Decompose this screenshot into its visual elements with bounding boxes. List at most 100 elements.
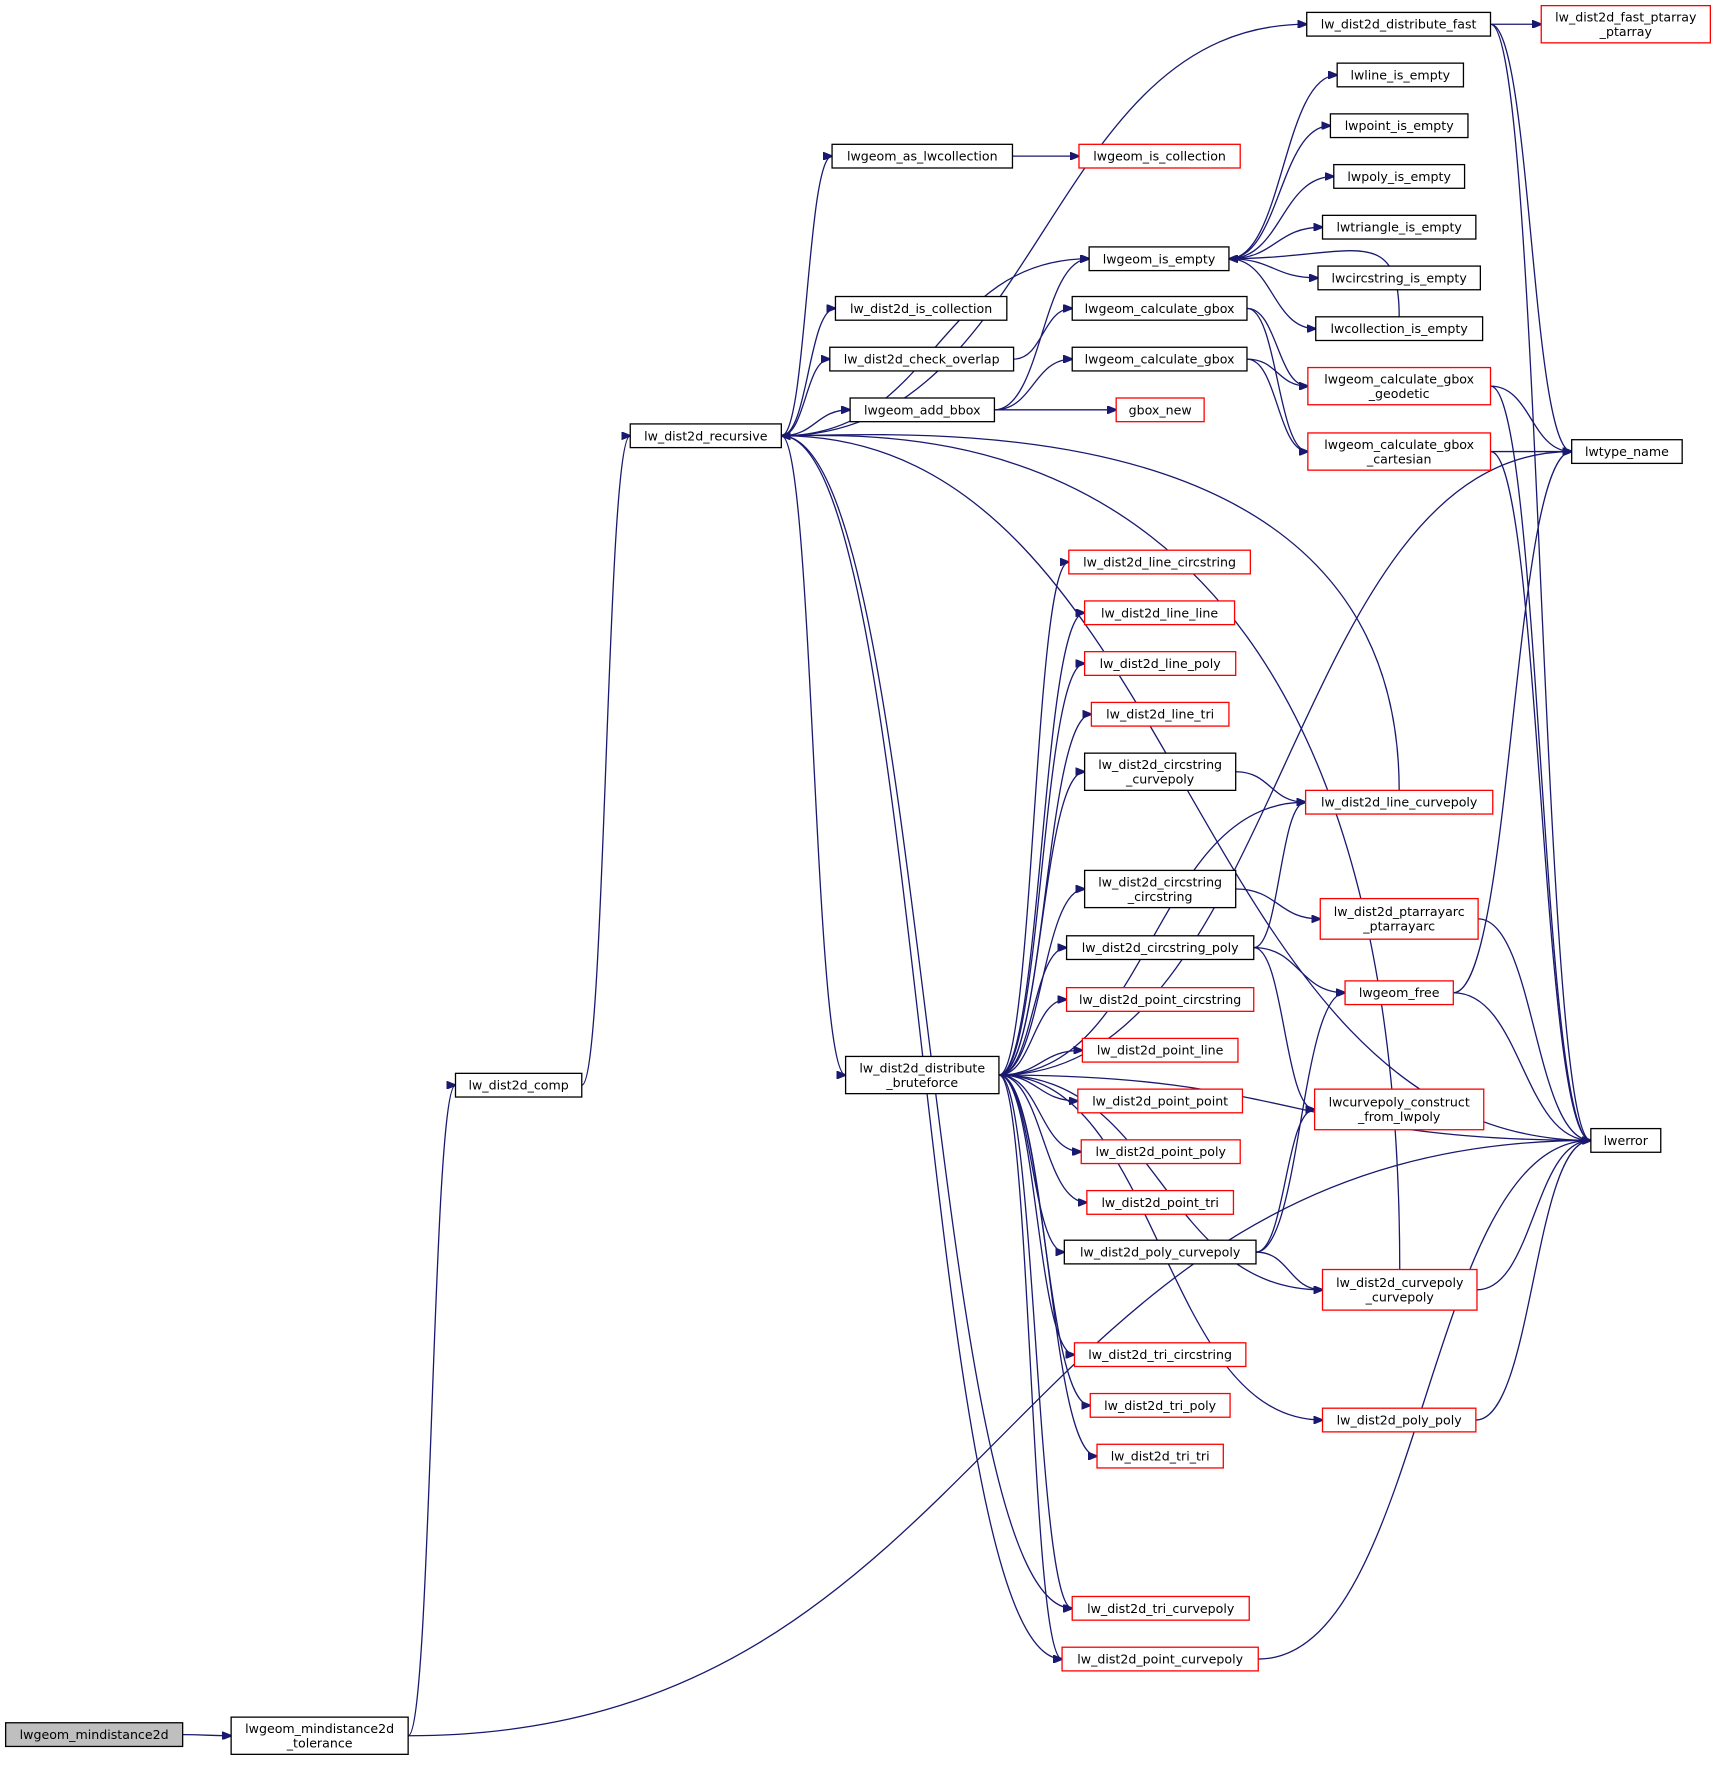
node-lwgeom-calculate-gbox-cartesian[interactable]: lwgeom_calculate_gbox_cartesian [1307, 432, 1492, 471]
node-label: lw_dist2d_ptarrayarc [1334, 904, 1465, 919]
node-lw-dist2d-poly-poly[interactable]: lw_dist2d_poly_poly [1321, 1407, 1477, 1433]
node-lwgeom-as-lwcollection[interactable]: lwgeom_as_lwcollection [831, 143, 1014, 169]
node-lw-dist2d-point-curvepoly[interactable]: lw_dist2d_point_curvepoly [1061, 1646, 1259, 1672]
node-gbox-new[interactable]: gbox_new [1115, 397, 1205, 423]
node-lw-dist2d-line-tri[interactable]: lw_dist2d_line_tri [1090, 701, 1230, 727]
edge-lw-dist2d-distribute-bruteforce-to-lw-dist2d-circstring-curvepoly [998, 772, 1085, 1076]
node-lw-dist2d-point-tri[interactable]: lw_dist2d_point_tri [1086, 1189, 1235, 1215]
node-lw-dist2d-poly-curvepoly[interactable]: lw_dist2d_poly_curvepoly [1063, 1239, 1257, 1265]
node-lw-dist2d-comp[interactable]: lw_dist2d_comp [454, 1072, 583, 1098]
node-label: lw_dist2d_is_collection [850, 301, 992, 316]
node-lwcurvepoly-construct-from-lwpoly[interactable]: lwcurvepoly_construct_from_lwpoly [1313, 1088, 1485, 1131]
node-label: lw_dist2d_tri_circstring [1088, 1347, 1232, 1362]
node-lwgeom-calculate-gbox-b[interactable]: lwgeom_calculate_gbox [1071, 346, 1248, 372]
edge-line [781, 24, 1306, 437]
node-box [1083, 869, 1237, 909]
node-label: lw_dist2d_tri_tri [1111, 1449, 1210, 1464]
node-lw-dist2d-point-circstring[interactable]: lw_dist2d_point_circstring [1065, 987, 1255, 1012]
edge-line [1453, 452, 1571, 994]
node-label: lw_dist2d_tri_curvepoly [1087, 1601, 1235, 1616]
node-label: lw_dist2d_circstring_poly [1082, 940, 1239, 955]
node-lwpoint-is-empty[interactable]: lwpoint_is_empty [1329, 113, 1469, 139]
node-label: _curvepoly [1365, 1290, 1435, 1305]
node-lwtype-name[interactable]: lwtype_name [1571, 439, 1683, 465]
node-lw-dist2d-line-line[interactable]: lw_dist2d_line_line [1083, 600, 1236, 626]
node-lwline-is-empty[interactable]: lwline_is_empty [1336, 62, 1465, 88]
node-lw-dist2d-circstring-poly[interactable]: lw_dist2d_circstring_poly [1065, 935, 1255, 961]
node-lwgeom-mindistance2d-tolerance[interactable]: lwgeom_mindistance2d_tolerance [230, 1716, 409, 1755]
edge-line [781, 359, 829, 437]
edge-line [1476, 1140, 1591, 1291]
edge-line [998, 1074, 1097, 1456]
edge-line [581, 436, 630, 1086]
node-box [844, 1055, 1000, 1095]
edge-lwgeom-calculate-gbox-geodetic-to-lwerror [1490, 385, 1591, 1140]
node-lw-dist2d-point-point[interactable]: lw_dist2d_point_point [1077, 1088, 1244, 1114]
node-lwerror[interactable]: lwerror [1590, 1127, 1662, 1153]
node-lw-dist2d-fast-ptarray-ptarray[interactable]: lw_dist2d_fast_ptarray_ptarray [1540, 4, 1712, 44]
node-box [1061, 1646, 1259, 1672]
edge-line [781, 435, 1400, 791]
node-lw-dist2d-line-circstring[interactable]: lw_dist2d_line_circstring [1068, 549, 1252, 575]
edge-lw-dist2d-distribute-bruteforce-to-lw-dist2d-circstring-poly [998, 948, 1067, 1076]
edge-line [1255, 1109, 1315, 1253]
node-label: lw_dist2d_line_poly [1100, 656, 1222, 671]
node-box [1088, 246, 1230, 272]
node-box [629, 423, 782, 449]
node-box [4, 1722, 184, 1748]
node-lwtriangle-is-empty[interactable]: lwtriangle_is_empty [1321, 214, 1477, 240]
node-lwcollection-is-empty[interactable]: lwcollection_is_empty [1315, 316, 1484, 342]
edge-line [998, 999, 1067, 1076]
node-lw-dist2d-circstring-curvepoly[interactable]: lw_dist2d_circstring_curvepoly [1083, 752, 1237, 792]
node-lwgeom-calculate-gbox-a[interactable]: lwgeom_calculate_gbox [1071, 295, 1248, 321]
node-lw-dist2d-line-poly[interactable]: lw_dist2d_line_poly [1083, 651, 1237, 677]
edge-lw-dist2d-distribute-fast-to-lwerror [1490, 23, 1591, 1140]
node-lw-dist2d-is-collection[interactable]: lw_dist2d_is_collection [834, 295, 1008, 321]
edge-lw-dist2d-distribute-fast-to-lwtype-name [1490, 23, 1572, 451]
node-lw-dist2d-ptarrayarc-ptarrayarc[interactable]: lw_dist2d_ptarrayarc_ptarrayarc [1319, 897, 1479, 940]
edge-lw-dist2d-recursive-to-lw-dist2d-distribute-bruteforce [781, 435, 845, 1075]
node-box [1336, 62, 1465, 88]
node-label: lw_dist2d_distribute [859, 1060, 985, 1075]
edge-line [998, 613, 1085, 1076]
node-label: lwgeom_free [1359, 985, 1440, 1000]
node-box [1321, 214, 1477, 240]
node-lw-dist2d-curvepoly-curvepoly[interactable]: lw_dist2d_curvepoly_curvepoly [1321, 1268, 1478, 1311]
node-lwpoly-is-empty[interactable]: lwpoly_is_empty [1333, 163, 1466, 189]
node-lw-dist2d-distribute-fast[interactable]: lw_dist2d_distribute_fast [1306, 11, 1492, 37]
edge-lw-dist2d-circstring-poly-to-lw-dist2d-line-curvepoly [1253, 802, 1306, 949]
node-lw-dist2d-line-curvepoly[interactable]: lw_dist2d_line_curvepoly [1304, 789, 1494, 815]
node-label: lw_dist2d_circstring [1098, 874, 1222, 889]
node-box [831, 143, 1014, 169]
node-lw-dist2d-circstring-circstring[interactable]: lw_dist2d_circstring_circstring [1083, 869, 1237, 909]
node-lwgeom-is-empty[interactable]: lwgeom_is_empty [1088, 246, 1230, 272]
node-lw-dist2d-tri-tri[interactable]: lw_dist2d_tri_tri [1096, 1443, 1224, 1469]
node-lwgeom-free[interactable]: lwgeom_free [1344, 980, 1454, 1006]
node-lw-dist2d-point-poly[interactable]: lw_dist2d_point_poly [1080, 1139, 1241, 1165]
edge-lwgeom-mindistance2d-tolerance-to-lw-dist2d-comp [407, 1085, 455, 1737]
edge-line [1475, 1140, 1591, 1421]
node-lw-dist2d-tri-curvepoly[interactable]: lw_dist2d_tri_curvepoly [1071, 1595, 1250, 1621]
node-box [1071, 295, 1248, 321]
node-lw-dist2d-tri-circstring[interactable]: lw_dist2d_tri_circstring [1073, 1342, 1247, 1368]
node-lw-dist2d-recursive[interactable]: lw_dist2d_recursive [629, 423, 782, 449]
node-lwgeom-calculate-gbox-geodetic[interactable]: lwgeom_calculate_gbox_geodetic [1307, 366, 1492, 406]
node-lwcircstring-is-empty[interactable]: lwcircstring_is_empty [1317, 265, 1482, 291]
node-lwgeom-add-bbox[interactable]: lwgeom_add_bbox [849, 397, 996, 423]
node-lw-dist2d-distribute-bruteforce[interactable]: lw_dist2d_distribute_bruteforce [844, 1055, 1000, 1095]
edge-line [998, 1074, 1087, 1202]
node-lw-dist2d-point-line[interactable]: lw_dist2d_point_line [1081, 1037, 1239, 1063]
node-label: _cartesian [1366, 451, 1432, 466]
node-label: lw_dist2d_check_overlap [844, 352, 1000, 367]
node-label: lwcircstring_is_empty [1332, 270, 1468, 285]
edge-line [1228, 75, 1337, 260]
node-label: _circstring [1127, 889, 1193, 904]
node-label: lwline_is_empty [1351, 67, 1451, 82]
node-box [1078, 143, 1241, 169]
node-lw-dist2d-tri-poly[interactable]: lw_dist2d_tri_poly [1089, 1392, 1231, 1418]
node-lwgeom-mindistance2d[interactable]: lwgeom_mindistance2d [4, 1722, 184, 1748]
node-lw-dist2d-check-overlap[interactable]: lw_dist2d_check_overlap [829, 346, 1015, 372]
node-lwgeom-is-collection[interactable]: lwgeom_is_collection [1078, 143, 1241, 169]
edge-lw-dist2d-poly-curvepoly-to-lw-dist2d-curvepoly-curvepoly [1255, 1251, 1323, 1290]
edge-line [998, 1074, 1062, 1659]
